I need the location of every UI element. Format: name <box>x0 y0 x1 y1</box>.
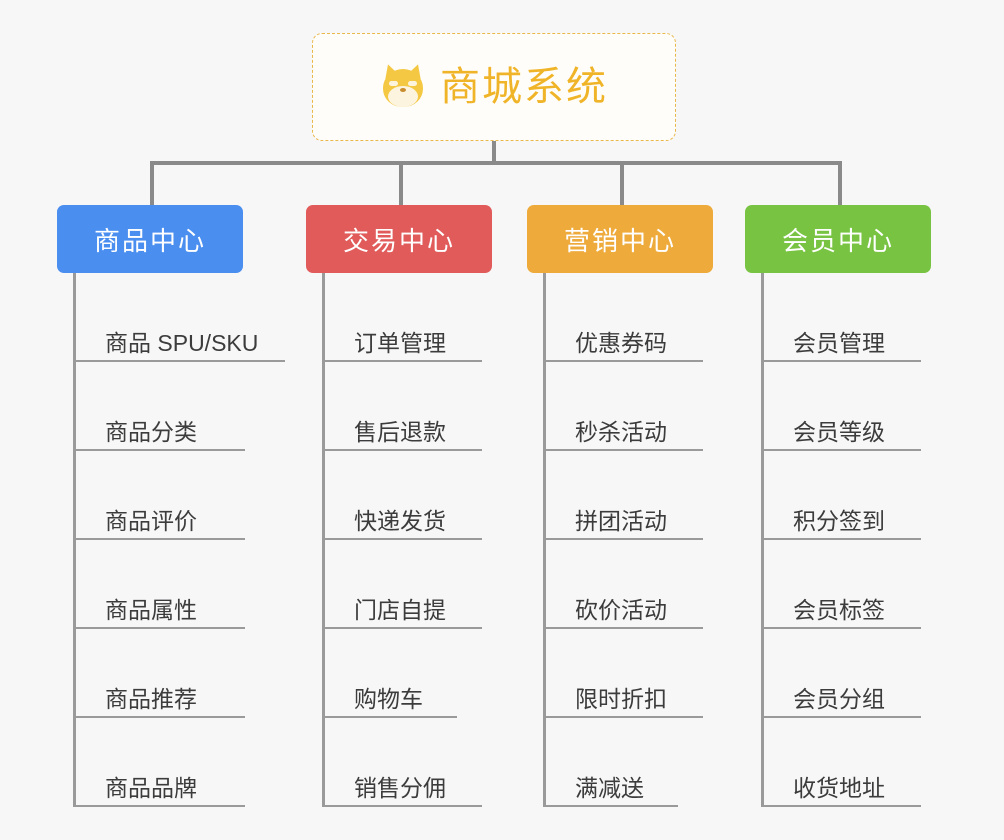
leaf-item[interactable]: 售后退款 <box>322 362 482 451</box>
connector-drop-4 <box>838 161 842 205</box>
connector-drop-3 <box>620 161 624 205</box>
leaf-item[interactable]: 销售分佣 <box>322 718 482 807</box>
leaf-label: 限时折扣 <box>575 685 667 712</box>
leaf-item[interactable]: 门店自提 <box>322 540 482 629</box>
leaf-item[interactable]: 会员分组 <box>761 629 921 718</box>
leaf-item[interactable]: 积分签到 <box>761 451 921 540</box>
leaf-label: 销售分佣 <box>354 774 446 801</box>
leaf-item[interactable]: 商品 SPU/SKU <box>73 273 285 362</box>
leaf-label: 商品推荐 <box>105 685 197 712</box>
leaf-label: 售后退款 <box>354 418 446 445</box>
leaf-label: 购物车 <box>354 685 423 712</box>
leaf-item[interactable]: 秒杀活动 <box>543 362 703 451</box>
leaf-item[interactable]: 商品品牌 <box>73 718 245 807</box>
connector-bus <box>150 161 840 165</box>
category-label-2: 交易中心 <box>342 225 455 256</box>
root-node[interactable]: 商城系统 <box>312 33 676 141</box>
branch-spine-2 <box>322 273 325 807</box>
leaf-item[interactable]: 商品评价 <box>73 451 245 540</box>
leaf-item[interactable]: 商品推荐 <box>73 629 245 718</box>
branch-spine-1 <box>73 273 76 807</box>
leaf-label: 会员标签 <box>793 596 885 623</box>
leaf-item[interactable]: 收货地址 <box>761 718 921 807</box>
leaf-label: 商品分类 <box>105 418 197 445</box>
leaf-label: 快递发货 <box>354 507 446 534</box>
branch-spine-4 <box>761 273 764 807</box>
leaf-label: 秒杀活动 <box>575 418 667 445</box>
connector-drop-1 <box>150 161 154 205</box>
leaf-item[interactable]: 快递发货 <box>322 451 482 540</box>
category-label-4: 会员中心 <box>781 225 894 256</box>
category-box-2[interactable]: 交易中心 <box>306 205 492 273</box>
leaf-label: 满减送 <box>575 774 644 801</box>
category-label-3: 营销中心 <box>563 225 676 256</box>
leaf-item[interactable]: 商品属性 <box>73 540 245 629</box>
leaf-item[interactable]: 砍价活动 <box>543 540 703 629</box>
category-box-1[interactable]: 商品中心 <box>57 205 243 273</box>
shiba-dog-face-icon <box>380 62 426 110</box>
leaf-label: 会员分组 <box>793 685 885 712</box>
leaf-label: 会员等级 <box>793 418 885 445</box>
leaf-item[interactable]: 拼团活动 <box>543 451 703 540</box>
leaf-item[interactable]: 购物车 <box>322 629 457 718</box>
connector-root-stub <box>492 141 496 165</box>
leaf-label: 商品 SPU/SKU <box>105 329 259 356</box>
leaf-label: 优惠券码 <box>575 329 667 356</box>
leaf-label: 订单管理 <box>354 329 446 356</box>
leaf-label: 商品属性 <box>105 596 197 623</box>
category-box-3[interactable]: 营销中心 <box>527 205 713 273</box>
root-title: 商城系统 <box>440 65 608 109</box>
leaf-label: 积分签到 <box>793 507 885 534</box>
leaf-item[interactable]: 限时折扣 <box>543 629 703 718</box>
leaf-label: 拼团活动 <box>575 507 667 534</box>
leaf-item[interactable]: 商品分类 <box>73 362 245 451</box>
leaf-label: 商品评价 <box>105 507 197 534</box>
category-box-4[interactable]: 会员中心 <box>745 205 931 273</box>
leaf-item[interactable]: 会员等级 <box>761 362 921 451</box>
category-label-1: 商品中心 <box>93 225 206 256</box>
leaf-label: 收货地址 <box>793 774 885 801</box>
leaf-item[interactable]: 订单管理 <box>322 273 482 362</box>
leaf-item[interactable]: 满减送 <box>543 718 678 807</box>
leaf-item[interactable]: 会员管理 <box>761 273 921 362</box>
leaf-label: 砍价活动 <box>575 596 667 623</box>
leaf-label: 门店自提 <box>354 596 446 623</box>
leaf-item[interactable]: 会员标签 <box>761 540 921 629</box>
connector-drop-2 <box>399 161 403 205</box>
leaf-label: 商品品牌 <box>105 774 197 801</box>
leaf-item[interactable]: 优惠券码 <box>543 273 703 362</box>
branch-spine-3 <box>543 273 546 807</box>
leaf-label: 会员管理 <box>793 329 885 356</box>
